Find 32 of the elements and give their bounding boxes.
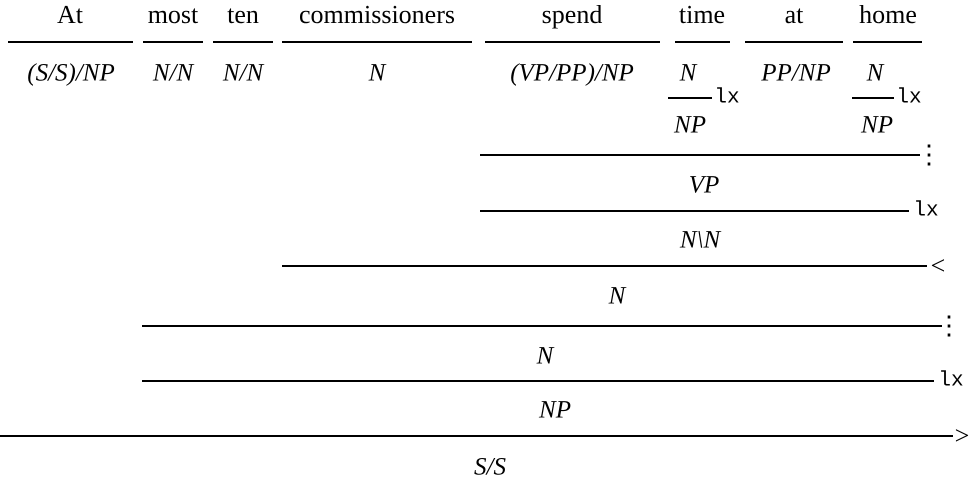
word: ten — [227, 2, 259, 28]
word: home — [859, 2, 917, 28]
rule-label: < — [930, 253, 946, 279]
category-label: N — [536, 344, 554, 368]
category-label: N/N — [152, 60, 194, 86]
category-label: N\N — [680, 228, 720, 252]
rule-label: lx — [896, 88, 922, 108]
category-label: N — [368, 60, 386, 86]
category-label: S/S — [474, 454, 506, 480]
category-label: N — [608, 284, 626, 308]
word: time — [678, 2, 726, 28]
word: commissioners — [299, 2, 455, 28]
rule-label: > — [954, 423, 970, 449]
rule-label: ⋮ — [936, 313, 962, 339]
category-label: (VP/PP)/NP — [510, 60, 634, 86]
rule-label: lx — [913, 200, 939, 222]
category-label: N/N — [222, 60, 264, 86]
word: spend — [542, 2, 602, 28]
rule-label: lx — [938, 370, 964, 392]
word: most — [148, 2, 198, 28]
category-label: PP/NP — [761, 60, 831, 86]
category-label: (S/S)/NP — [27, 60, 115, 86]
word: at — [784, 2, 804, 28]
word: At — [57, 2, 83, 28]
category-label: NP — [861, 112, 893, 138]
category-label: N — [866, 60, 884, 86]
category-label: N — [680, 60, 696, 86]
rule-label: lx — [714, 88, 740, 108]
category-label: NP — [674, 112, 706, 138]
category-label: VP — [688, 172, 720, 198]
rule-label: ⋮ — [916, 142, 942, 168]
category-label: NP — [539, 398, 571, 422]
